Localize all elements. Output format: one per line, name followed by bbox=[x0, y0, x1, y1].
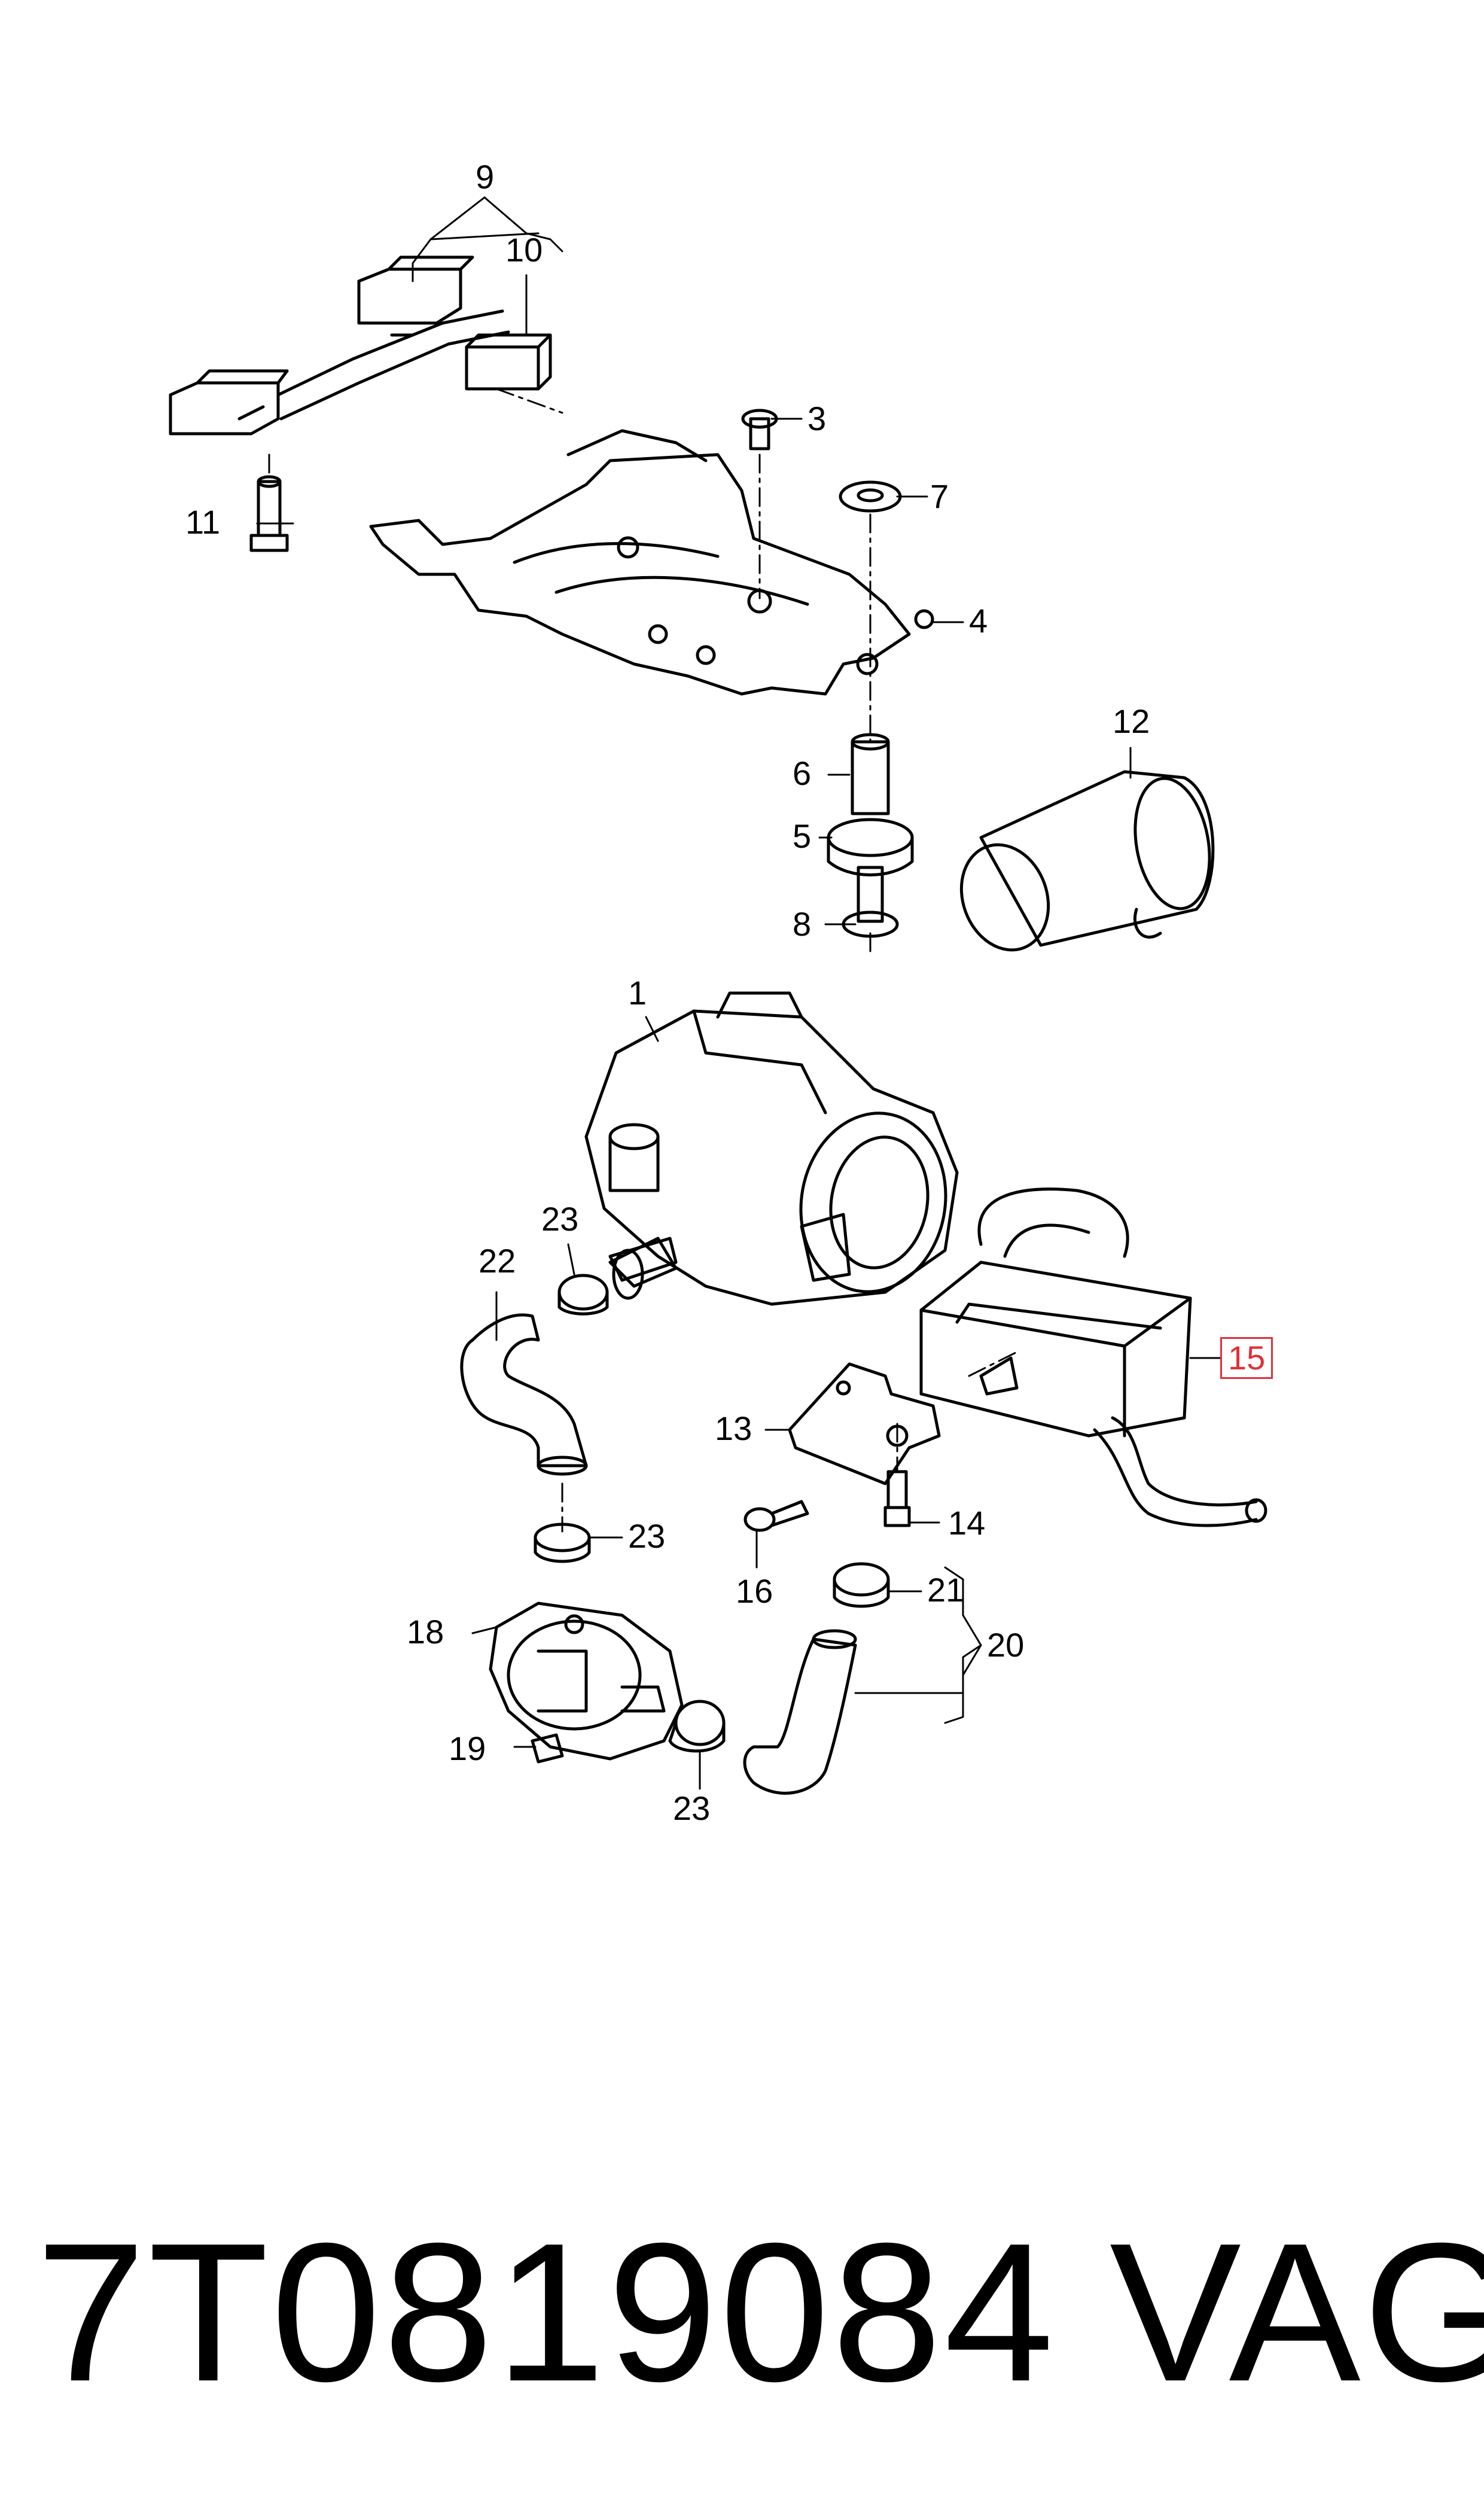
bracket-part bbox=[788, 1362, 941, 1485]
bracket-bolt-part bbox=[883, 1470, 911, 1527]
callout-23-top: 23 bbox=[541, 1200, 579, 1238]
callout-15: 15 bbox=[1220, 1337, 1273, 1379]
callout-4: 4 bbox=[969, 602, 988, 640]
hose-clamp-part bbox=[557, 1274, 609, 1316]
callout-21: 21 bbox=[927, 1571, 965, 1609]
bolt-part bbox=[249, 475, 289, 552]
auxiliary-heater-unit-part bbox=[584, 991, 959, 1306]
callout-9: 9 bbox=[476, 158, 495, 196]
washer-part bbox=[839, 480, 902, 513]
screw-part bbox=[741, 409, 778, 450]
leader-lines bbox=[256, 196, 1221, 1790]
callout-16: 16 bbox=[736, 1572, 773, 1610]
coolant-hose-part bbox=[460, 1313, 588, 1476]
callout-13: 13 bbox=[715, 1409, 752, 1447]
callout-12: 12 bbox=[1113, 702, 1150, 740]
callout-6: 6 bbox=[793, 754, 812, 792]
callout-20: 20 bbox=[987, 1626, 1025, 1664]
callout-7: 7 bbox=[930, 477, 949, 515]
callout-18: 18 bbox=[407, 1613, 444, 1651]
exploded-parts-diagram bbox=[169, 196, 1267, 1795]
connecting-hose-part bbox=[743, 1629, 857, 1795]
air-filter-canister-part bbox=[959, 770, 1215, 952]
callout-3: 3 bbox=[807, 400, 827, 437]
hose-clamp-part-pump bbox=[668, 1700, 726, 1753]
callout-11: 11 bbox=[185, 503, 221, 541]
clip-part bbox=[531, 1733, 564, 1764]
part-number: 7T0819084 bbox=[36, 2202, 1056, 2422]
callout-23-middle: 23 bbox=[628, 1517, 666, 1555]
hose-clamp-21-part bbox=[833, 1562, 890, 1608]
circulation-pump-part bbox=[489, 1601, 684, 1761]
brand-name: VAG bbox=[1110, 2202, 1484, 2422]
mounting-bolt-part bbox=[842, 866, 899, 938]
harness-bracket-part bbox=[169, 255, 510, 436]
callout-10: 10 bbox=[505, 231, 543, 269]
callout-23-bottom: 23 bbox=[673, 1789, 711, 1827]
spacer-sleeve-part bbox=[851, 733, 890, 815]
connector-block-part bbox=[465, 345, 540, 391]
mounting-plate-part bbox=[369, 429, 934, 696]
callout-14: 14 bbox=[948, 1504, 986, 1542]
callout-5: 5 bbox=[793, 817, 812, 855]
callout-8: 8 bbox=[793, 905, 812, 943]
callout-19: 19 bbox=[449, 1730, 486, 1767]
callout-1: 1 bbox=[628, 974, 647, 1012]
screw-16-part bbox=[743, 1500, 809, 1532]
callout-22: 22 bbox=[479, 1242, 516, 1280]
heat-exchanger-part bbox=[919, 1188, 1267, 1527]
